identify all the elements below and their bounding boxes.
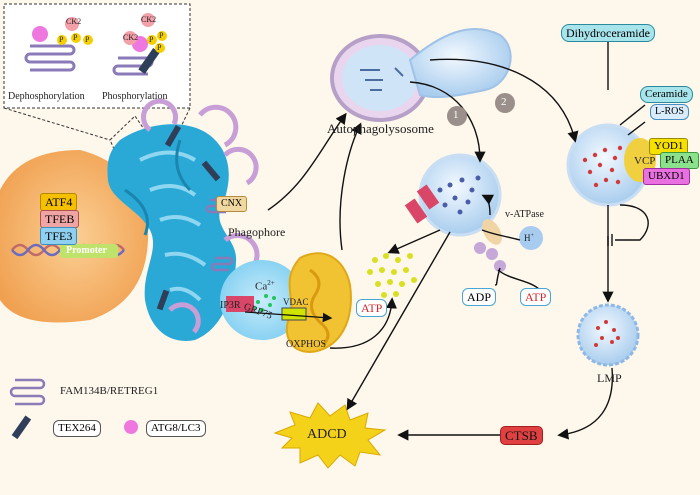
- vcp-label: VCP: [634, 155, 656, 167]
- p-label-3: P: [85, 35, 90, 44]
- tex264-icon: [138, 48, 160, 74]
- tf-atf4: ATF4: [40, 193, 78, 211]
- promoter-bar: [60, 244, 118, 258]
- legend-atg8-icon: [124, 420, 138, 434]
- plaa-label: PLAA: [660, 152, 699, 169]
- vdac-label: VDAC: [283, 297, 309, 307]
- oxphos-label: OXPHOS: [286, 339, 327, 350]
- ck2-circle: [65, 17, 79, 31]
- vatpase-label: v-ATPase: [505, 209, 544, 220]
- dihydroceramide-label: Dihydroceramide: [561, 24, 655, 42]
- promoter-label: Promoter: [66, 245, 107, 256]
- lmp-lysosome: [576, 303, 640, 367]
- p-label-4: P: [149, 35, 154, 44]
- ck2-label: CK2: [66, 17, 82, 26]
- adp-label: ADP: [462, 288, 497, 306]
- endoplasmic-reticulum: [107, 124, 237, 341]
- atp-transporter: [404, 184, 440, 224]
- ip3r-label: IP3R: [220, 300, 241, 311]
- ubxd1-label: UBXD1: [643, 168, 690, 185]
- dephosphorylation-label: Dephosphorylation: [8, 91, 85, 102]
- atp-cluster: [367, 253, 417, 298]
- legend-tex264-label: TEX264: [53, 420, 101, 437]
- lysosome-center-content: [437, 175, 481, 215]
- fam134b-dephospho-icon: [24, 44, 76, 72]
- proton-label: H+: [524, 233, 534, 243]
- vdac-channel: [281, 307, 307, 321]
- lysosome-right-content: [582, 145, 623, 188]
- phosphorylation-inset: [3, 3, 191, 109]
- phosphorylation-label: Phosphorylation: [102, 91, 168, 102]
- step-2-label: 2: [501, 96, 507, 108]
- tf-tfe3: TFE3: [40, 227, 78, 245]
- cnx-label: CNX: [216, 196, 248, 212]
- phagophore-label: Phagophore: [228, 225, 286, 239]
- step-1-circle: [447, 106, 467, 126]
- v-atpase-pump: [474, 219, 506, 272]
- step-2-circle: [495, 93, 515, 113]
- legend-tex264-icon: [11, 415, 32, 440]
- autophagolysosome: [330, 28, 512, 122]
- proton-circle: [519, 226, 543, 250]
- adcd-label: ADCD: [307, 427, 347, 442]
- lros-label: L-ROS: [650, 104, 689, 120]
- atp-label-right: ATP: [520, 288, 552, 306]
- calcium-label: Ca2+: [255, 279, 275, 293]
- p-label-1: P: [59, 35, 64, 44]
- legend-atg8-label: ATG8/LC3: [146, 420, 206, 437]
- arrows: [267, 40, 649, 441]
- ck2-label-3: CK2: [123, 33, 139, 42]
- p-label-6: P: [157, 43, 162, 52]
- atg8-dot: [32, 26, 48, 42]
- ceramide-label: Ceramide: [640, 86, 693, 103]
- ck2-label-2: CK2: [141, 15, 157, 24]
- mitochondrion: [285, 252, 352, 354]
- tf-tfeb: TFEB: [40, 210, 80, 228]
- p-label-2: P: [73, 33, 78, 42]
- step-1-label: 1: [453, 109, 459, 121]
- adcd-starburst: [273, 402, 387, 469]
- p-label-5: P: [159, 31, 164, 40]
- legend-fam134b-icon: [9, 378, 46, 406]
- atp-label-left: ATP: [356, 299, 388, 317]
- legend-fam134b-label: FAM134B/RETREG1: [60, 385, 159, 397]
- ctsb-label: CTSB: [500, 426, 543, 445]
- lmp-label: LMP: [597, 371, 622, 385]
- autophagolysosome-label: Autophagolysosome: [327, 121, 434, 136]
- ip3r-channel: [226, 296, 254, 312]
